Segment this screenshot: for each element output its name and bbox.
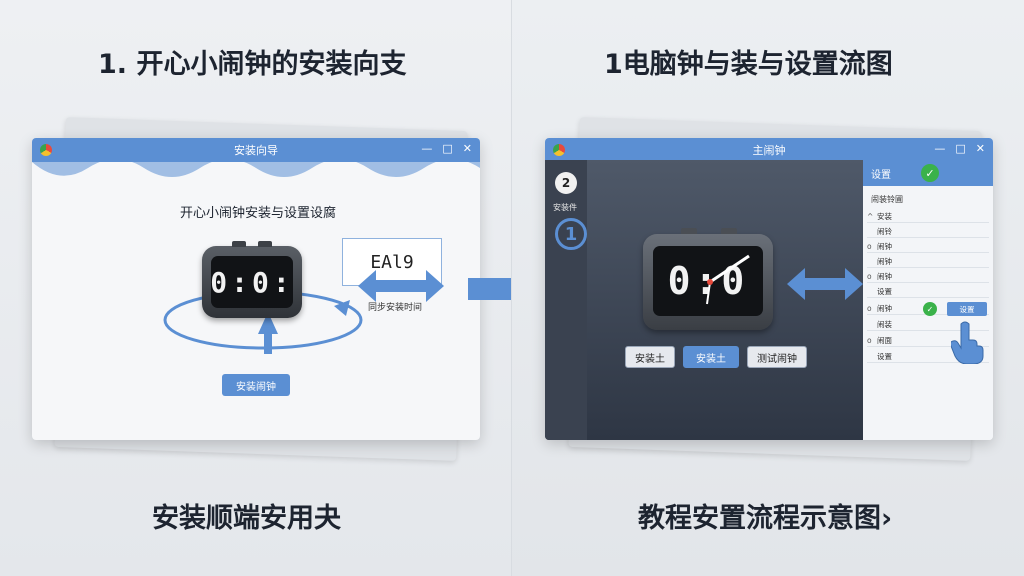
minimize-button[interactable]: — xyxy=(421,142,433,155)
install-clock-button[interactable]: 安装闹钟 xyxy=(222,374,290,396)
step-sidebar xyxy=(545,160,587,440)
wave-decoration xyxy=(32,160,480,177)
step-label: 安装件 xyxy=(553,203,577,212)
wizard-heading: 开心小闹钟安装与设置设腐 xyxy=(180,206,337,221)
app-logo-icon xyxy=(553,144,565,156)
check-icon: ✓ xyxy=(923,302,937,316)
window-controls: — □ ✕ xyxy=(934,142,985,155)
left-panel-title: 1. 开心小闹钟的安装向支 xyxy=(98,49,407,80)
left-panel: 1. 开心小闹钟的安装向支 安装向导 — □ ✕ 开心小闹钟安装与设置设腐 0:… xyxy=(0,0,512,576)
clock-display: 0:0: xyxy=(210,256,293,308)
clock-hands-icon xyxy=(706,254,750,305)
settings-row[interactable]: 设置 xyxy=(867,350,989,363)
double-arrow-icon xyxy=(787,268,863,300)
settings-row[interactable]: 设置 xyxy=(867,285,989,298)
settings-row[interactable]: 闹装 xyxy=(867,318,989,331)
settings-row[interactable]: 闹钟 xyxy=(867,255,989,268)
maximize-button[interactable]: □ xyxy=(442,142,453,155)
close-button[interactable]: ✕ xyxy=(462,142,472,155)
main-clock-title: 主闹钟 xyxy=(752,144,786,157)
pointing-hand-icon xyxy=(951,321,984,364)
settings-row[interactable]: 闹铃 xyxy=(867,225,989,238)
install-wizard-titlebar: 安装向导 — □ ✕ xyxy=(32,138,480,162)
test-alarm-button[interactable]: 测试闹钟 xyxy=(747,346,807,368)
window-controls: — □ ✕ xyxy=(421,142,472,155)
install-wizard-window: 安装向导 — □ ✕ 开心小闹钟安装与设置设腐 0:0: EAl9 同步安装时 xyxy=(32,138,480,440)
settings-subtitle: 闹装铃圃 xyxy=(871,195,903,204)
maximize-button[interactable]: □ xyxy=(955,142,966,155)
check-icon: ✓ xyxy=(921,164,939,182)
close-button[interactable]: ✕ xyxy=(975,142,985,155)
install-step-button[interactable]: 安装土 xyxy=(625,346,675,368)
sync-label: 同步安装时间 xyxy=(368,303,423,313)
right-panel: 1电脑钟与装与设置流图 主闹钟 — □ ✕ 2 安装件 1 0:0 xyxy=(512,0,1024,576)
settings-confirm-button[interactable]: 设置 xyxy=(947,302,987,316)
right-panel-title: 1电脑钟与装与设置流图 xyxy=(604,49,893,80)
alarm-clock-illustration: 0:0 xyxy=(643,228,773,330)
settings-title: 设置 xyxy=(871,170,891,181)
time-preview: EAl9 xyxy=(342,238,442,286)
right-panel-caption: 教程安置流程示意图› xyxy=(638,503,893,534)
alarm-clock-illustration: 0:0: xyxy=(202,241,302,318)
install-wizard-title: 安装向导 xyxy=(234,144,278,157)
step-ring: 1 xyxy=(555,218,587,250)
settings-row[interactable]: ^安装 xyxy=(867,210,989,223)
step-badge: 2 xyxy=(555,172,577,194)
left-panel-caption: 安装顺端安用夬 xyxy=(152,503,341,534)
minimize-button[interactable]: — xyxy=(934,142,946,155)
double-arrow-icon xyxy=(358,270,444,302)
main-clock-titlebar: 主闹钟 — □ ✕ xyxy=(545,138,993,162)
app-logo-icon xyxy=(40,144,52,156)
main-clock-window: 主闹钟 — □ ✕ 2 安装件 1 0:0 安装土 安装土 测 xyxy=(545,138,993,440)
install-step-button-active[interactable]: 安装土 xyxy=(683,346,739,368)
